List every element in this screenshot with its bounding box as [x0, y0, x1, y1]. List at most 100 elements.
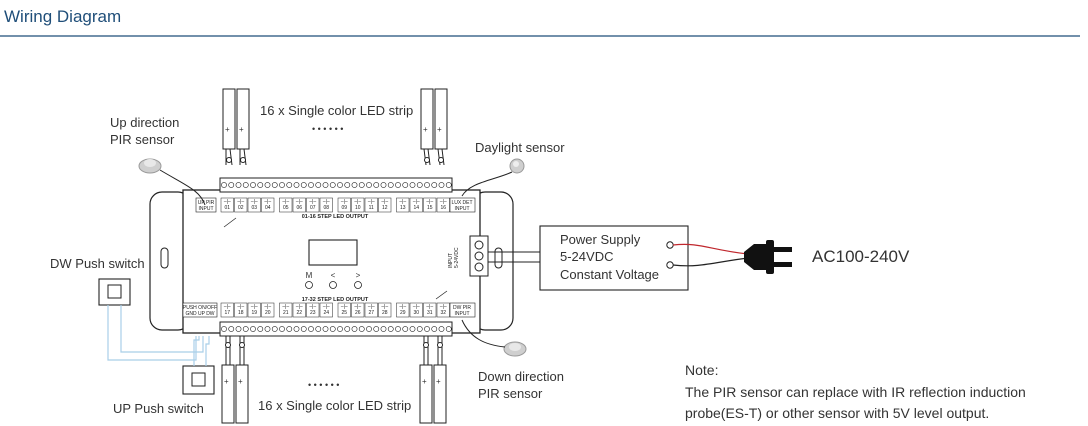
down-pir-wire: [461, 319, 506, 348]
channel-box: [306, 197, 320, 213]
note-heading: Note:: [685, 362, 718, 378]
note-line2: probe(ES-T) or other sensor with 5V leve…: [685, 405, 989, 421]
terminal-screw: [257, 326, 264, 332]
terminal-screw: [279, 326, 285, 332]
channel-polarity: –|–: [323, 199, 330, 205]
channel-label: 28: [382, 310, 388, 316]
down-pir-label-line2: PIR sensor: [478, 386, 543, 401]
terminal-screw: [445, 326, 452, 332]
daylight-sensor-icon: [509, 158, 525, 174]
channel-box: [319, 197, 333, 213]
button-right-label: >: [356, 271, 361, 280]
terminal-screw: [344, 182, 351, 188]
mounting-slot-left: [160, 247, 169, 269]
terminal-screw: [308, 326, 314, 332]
terminal-screw: [250, 182, 256, 188]
power-terminal-screw-1: [474, 240, 484, 250]
channel-label: 23: [310, 310, 316, 316]
terminal-screw: [242, 182, 249, 188]
terminal-screw: [373, 182, 380, 188]
terminal-screw: [308, 182, 314, 188]
channel-box: [220, 197, 234, 213]
channel-box: [351, 302, 365, 318]
button-right[interactable]: [354, 281, 362, 289]
channel-box: [423, 302, 437, 318]
terminal-screw: [228, 326, 235, 332]
up-push-switch[interactable]: [182, 365, 215, 395]
channel-label: 10: [355, 205, 361, 211]
channel-polarity: –|–: [309, 199, 316, 205]
strip-pin-label: +: [224, 377, 229, 386]
strip-pin-label: +: [437, 125, 442, 134]
terminal-screw: [271, 326, 278, 332]
terminal-screw: [395, 326, 401, 332]
bottom-right-tag-box: [449, 302, 476, 318]
bottom-left-tag-box: [182, 302, 218, 318]
led-strip-top-right: + +: [420, 88, 448, 166]
channel-box: [234, 197, 248, 213]
button-m[interactable]: [305, 281, 313, 289]
terminal-screw: [264, 182, 271, 188]
terminal-screw: [271, 182, 278, 188]
channel-box: [319, 302, 333, 318]
channel-polarity: –|–: [368, 199, 375, 205]
terminal-screw: [322, 326, 329, 332]
button-left[interactable]: [329, 281, 337, 289]
channel-box: [220, 302, 234, 318]
channel-label: 06: [296, 205, 302, 211]
channel-box: [396, 302, 410, 318]
channel-box: [396, 197, 410, 213]
channel-label: 30: [413, 310, 419, 316]
terminal-screw: [257, 182, 264, 188]
terminal-screw: [351, 182, 358, 188]
top-arrow-line: [223, 217, 237, 228]
terminal-screw: [337, 182, 343, 188]
terminal-screw: [358, 326, 365, 332]
channel-polarity: –|–: [224, 304, 231, 310]
power-supply-line2: 5-24VDC: [560, 249, 613, 264]
dw-push-switch[interactable]: [98, 278, 131, 306]
channel-label: 20: [265, 310, 271, 316]
bottom-right-tag-line2: INPUT: [455, 311, 470, 317]
channel-label: 08: [323, 205, 329, 211]
channel-box: [409, 197, 423, 213]
terminal-screw: [438, 326, 445, 332]
channel-label: 01: [224, 205, 230, 211]
channel-polarity: –|–: [426, 199, 433, 205]
led-strip-bottom-dots: • • • • • •: [308, 380, 339, 390]
terminal-screw: [329, 326, 336, 332]
channel-box: [247, 197, 261, 213]
led-strip-bottom-label: 16 x Single color LED strip: [258, 398, 411, 413]
channel-box: [378, 302, 392, 318]
terminal-screw: [402, 326, 409, 332]
channel-label: 13: [400, 205, 406, 211]
strip-pin-label: +: [225, 125, 230, 134]
channel-polarity: –|–: [381, 199, 388, 205]
terminal-screw: [424, 182, 430, 188]
terminal-screw: [416, 326, 423, 332]
channel-label: 22: [296, 310, 302, 316]
terminal-screw: [351, 326, 358, 332]
terminal-screw: [322, 182, 329, 188]
channel-label: 07: [310, 205, 316, 211]
channel-box: [261, 197, 275, 213]
channel-label: 32: [440, 310, 446, 316]
channel-box: [279, 197, 293, 213]
channel-label: 14: [413, 205, 419, 211]
terminal-screw: [235, 182, 242, 188]
channel-polarity: –|–: [309, 304, 316, 310]
ac-wire-red: [672, 243, 749, 255]
channel-label: 29: [400, 310, 406, 316]
channel-polarity: –|–: [296, 304, 303, 310]
led-strip-top-dots: • • • • • •: [312, 124, 343, 134]
strip-pin-label: +: [239, 125, 244, 134]
terminal-screw: [366, 182, 372, 188]
button-left-label: <: [331, 271, 336, 280]
top-channel-labels: 01–|–02–|–03–|–04–|–05–|–06–|–07–|–08–|–…: [220, 197, 450, 213]
led-strip-bottom-left: + +: [221, 336, 249, 424]
channel-box: [409, 302, 423, 318]
terminal-screw: [221, 326, 227, 332]
channel-label: 19: [251, 310, 257, 316]
top-left-tag-line2: INPUT: [199, 206, 214, 212]
channel-polarity: –|–: [413, 199, 420, 205]
